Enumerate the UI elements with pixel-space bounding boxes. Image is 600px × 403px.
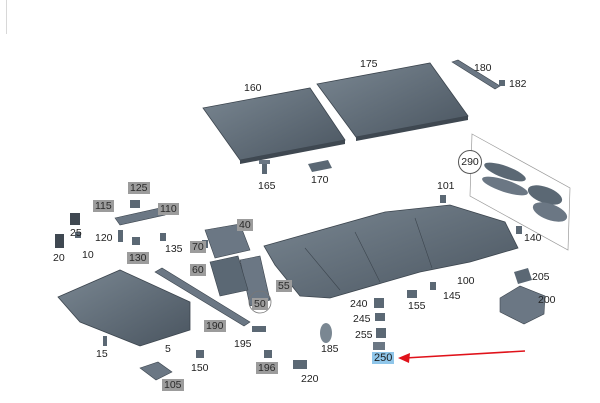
part-185[interactable] [320,323,332,343]
part-155[interactable] [407,290,417,298]
label-255: 255 [355,329,373,341]
label-155: 155 [408,300,426,312]
label-245: 245 [353,313,371,325]
tray-200[interactable] [499,285,546,325]
label-125: 125 [128,182,150,194]
label-165: 165 [258,180,276,192]
label-160: 160 [244,82,262,94]
label-130: 130 [127,252,149,264]
label-5: 5 [165,343,171,355]
label-220: 220 [301,373,319,385]
clip-182[interactable] [499,80,505,86]
part-135[interactable] [160,233,166,241]
part-101[interactable] [440,195,446,203]
label-135: 135 [165,243,183,255]
long-trim-190[interactable] [154,267,251,327]
label-240: 240 [350,298,368,310]
label-150: 150 [191,362,209,374]
detail-circle-50 [248,290,272,314]
label-250-highlighted[interactable]: 250 [372,352,395,364]
label-200: 200 [538,294,556,306]
label-190: 190 [204,320,226,332]
label-105: 105 [162,379,184,391]
roof-panel-160[interactable] [202,87,346,164]
label-170: 170 [311,174,329,186]
part-220[interactable] [293,360,307,369]
label-101: 101 [437,180,455,192]
label-40: 40 [237,219,253,231]
bracket-170[interactable] [308,160,332,172]
pillar-trim-60[interactable] [209,255,249,297]
label-55: 55 [276,280,292,292]
label-205: 205 [532,271,550,283]
roof-panel-175[interactable] [316,62,469,141]
lamp-105[interactable] [139,361,173,381]
screw-165[interactable] [259,160,270,174]
part-145[interactable] [430,282,436,290]
part-120-clip[interactable] [118,230,123,242]
headliner-100[interactable] [263,204,519,299]
pillar-trim-55[interactable] [239,255,271,307]
label-15: 15 [96,348,108,360]
label-185: 185 [321,343,339,355]
part-130[interactable] [132,237,140,245]
label-145: 145 [443,290,461,302]
label-70: 70 [190,241,206,253]
page-edge-mark [0,0,7,34]
label-60: 60 [190,264,206,276]
part-25[interactable] [70,213,80,225]
label-175: 175 [360,58,378,70]
label-195: 195 [234,338,252,350]
screw-15[interactable] [103,336,107,346]
bracket-205[interactable] [514,268,532,284]
part-250[interactable] [373,342,385,350]
part-245[interactable] [375,313,385,321]
label-10: 10 [82,249,94,261]
highlight-arrow-icon [398,350,526,363]
part-195[interactable] [252,326,266,332]
part-140[interactable] [516,226,522,234]
part-20[interactable] [55,234,64,248]
label-120: 120 [95,232,113,244]
pillar-trim-40[interactable] [204,223,251,259]
rear-headliner-5[interactable] [57,269,191,347]
label-140: 140 [524,232,542,244]
bracket-110[interactable] [114,200,166,226]
part-255[interactable] [376,328,386,338]
label-100: 100 [457,275,475,287]
label-110: 110 [158,203,179,215]
label-180: 180 [474,62,492,74]
part-196[interactable] [264,350,272,358]
part-150[interactable] [196,350,204,358]
part-240[interactable] [374,298,384,308]
label-115: 115 [93,200,114,212]
sunvisor-assembly-290[interactable] [469,133,571,251]
label-196: 196 [256,362,278,374]
label-290: 290 [458,150,482,174]
label-25: 25 [70,227,82,239]
label-182: 182 [509,78,527,90]
part-10[interactable] [75,232,81,238]
label-50: 50 [252,298,268,310]
label-20: 20 [53,252,65,264]
